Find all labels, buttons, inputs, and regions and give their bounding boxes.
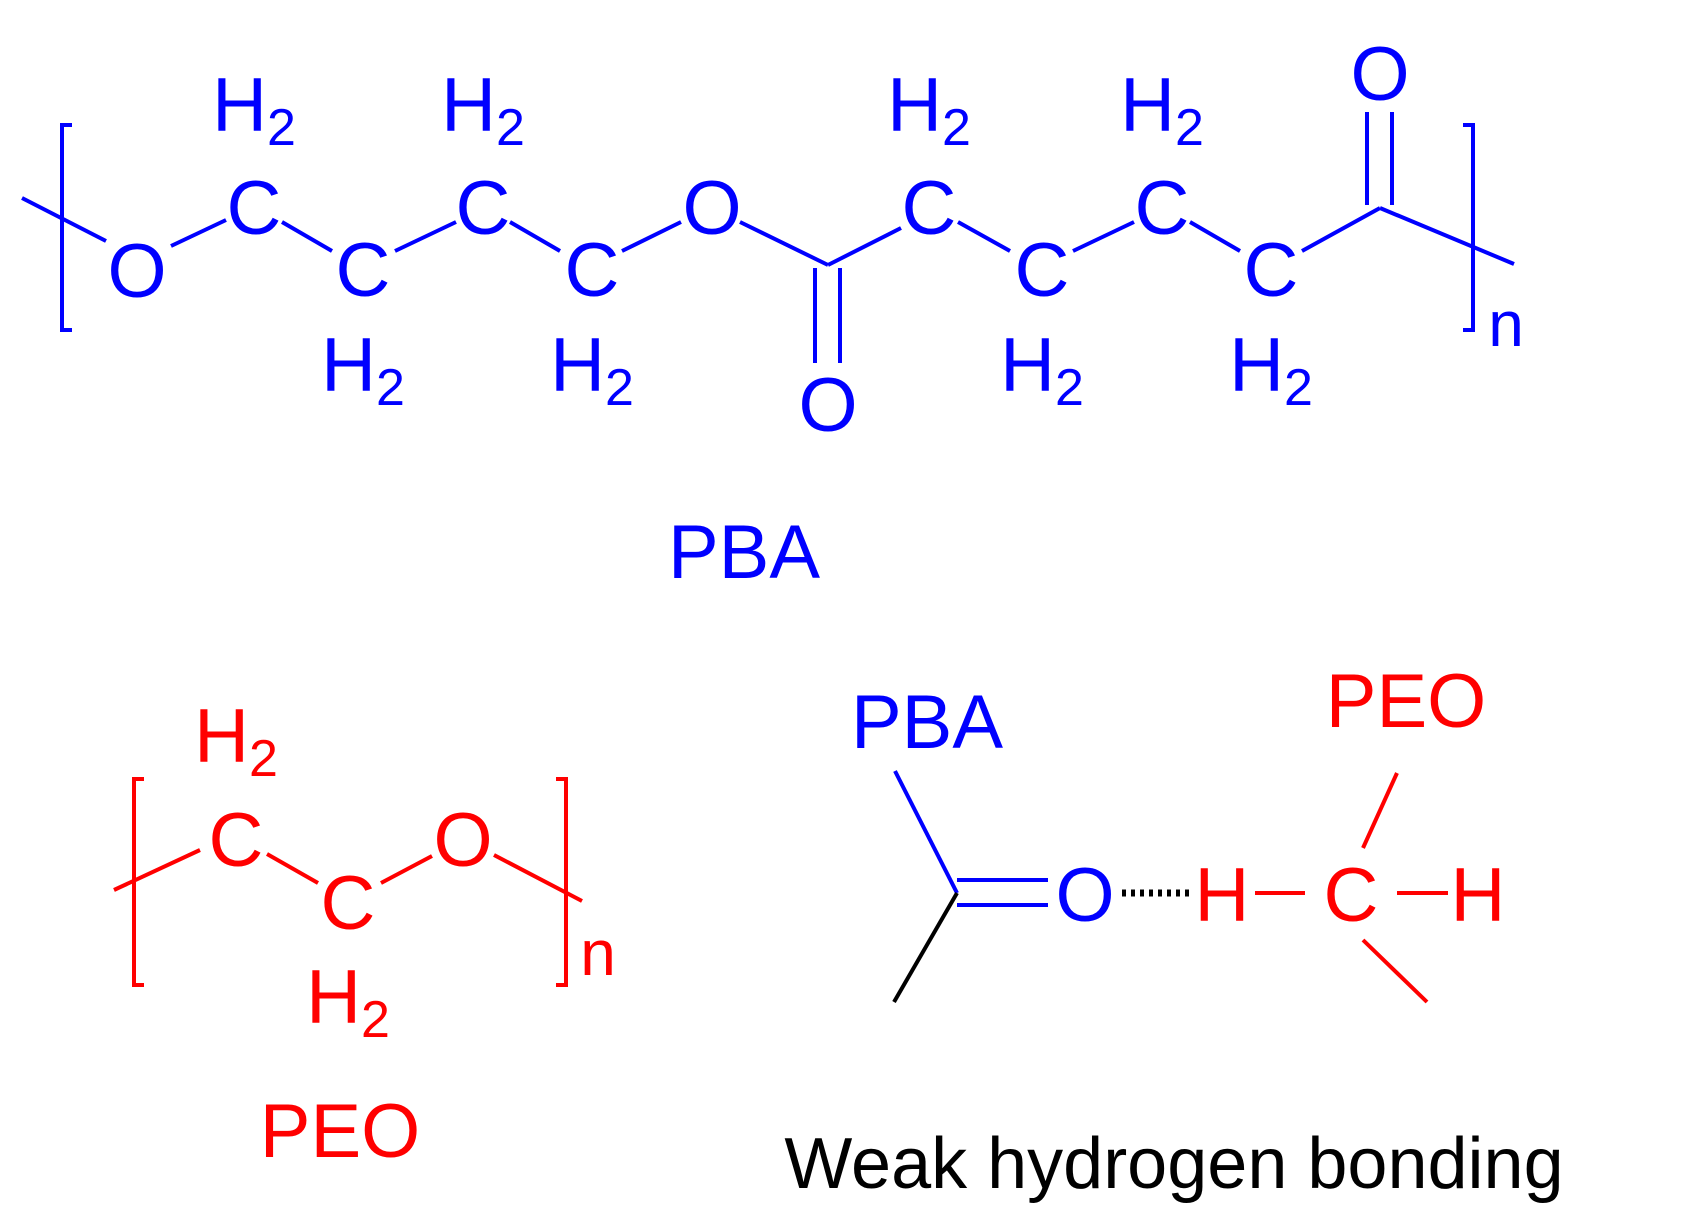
pba-right-bracket (1463, 123, 1475, 332)
pba-atom-c7: C (1015, 228, 1070, 313)
pba-name-label: PBA (668, 510, 820, 595)
hbond-bond-black (892, 891, 959, 1004)
peo-repeat-unit (113, 777, 583, 987)
hbond-bond-pba-up (893, 770, 959, 894)
peo-h2-group: H2 (194, 694, 278, 788)
peo-atom-c1: C (209, 798, 264, 883)
pba-left-bracket (60, 123, 72, 332)
pba-h2-group: H2 (321, 323, 405, 417)
peo-bond-c1-c2 (266, 852, 319, 885)
pba-bond-c8-c9 (1188, 220, 1242, 253)
pba-bond-c2-c3 (394, 220, 457, 253)
pba-atom-c4: C (565, 228, 620, 313)
pba-bond-o2-c5 (739, 220, 829, 267)
pba-h2-group: H2 (1229, 323, 1313, 417)
pba-repeat-n: n (1488, 288, 1524, 360)
hbond-labels: PBA PEO O H C H Weak hydrogen bonding (784, 659, 1563, 1204)
hbond-atom-h-right: H (1451, 853, 1506, 938)
peo-name-label: PEO (260, 1089, 421, 1174)
pba-h2-group: H2 (212, 63, 296, 157)
pba-atom-labels: O C C C C O O C C C C O H2 H2 H2 H2 H2 H… (107, 32, 1523, 595)
pba-atom-o-carbonyl-top: O (1350, 32, 1409, 117)
pba-h2-group: H2 (550, 323, 634, 417)
hbond-atom-c: C (1324, 853, 1379, 938)
pba-atom-c9: C (1244, 228, 1299, 313)
hbond-bond-c-up (1361, 772, 1399, 849)
pba-bond-end-right (1379, 206, 1515, 266)
peo-bond-c2-o (380, 854, 433, 885)
pba-atom-o1: O (107, 229, 166, 314)
hbond-atom-o: O (1055, 853, 1114, 938)
pba-bond-c9-c10 (1301, 206, 1381, 253)
pba-bond-c3-c4 (508, 220, 562, 253)
peo-bond-end-left (113, 848, 201, 892)
pba-bond-end-left (21, 196, 107, 243)
pba-bond-c7-c8 (1072, 220, 1135, 253)
hbond-pba-label: PBA (851, 680, 1003, 765)
pba-atom-o2: O (682, 166, 741, 251)
pba-atom-c2: C (336, 228, 391, 313)
peo-right-bracket (556, 777, 568, 987)
hbond-bond-c-down (1361, 938, 1429, 1004)
peo-h2-group: H2 (306, 955, 390, 1049)
pba-atom-c8: C (1135, 166, 1190, 251)
peo-repeat-n: n (580, 917, 616, 989)
pba-h2-group: H2 (441, 63, 525, 157)
pba-repeat-unit (21, 112, 1515, 363)
pba-atom-c3: C (456, 166, 511, 251)
hbond-caption: Weak hydrogen bonding (784, 1124, 1563, 1204)
hbond-peo-label: PEO (1326, 659, 1487, 744)
peo-atom-labels: C C O H2 H2 n PEO (194, 694, 616, 1174)
pba-bond-o1-c1 (170, 218, 227, 248)
pba-atom-o-carbonyl-bottom: O (798, 363, 857, 448)
pba-atom-c1: C (227, 166, 282, 251)
pba-bond-c5-c6 (827, 226, 902, 267)
pba-bond-c1-c2 (280, 220, 334, 253)
pba-bond-c4-o2 (621, 220, 682, 253)
peo-atom-o: O (433, 798, 492, 883)
hbond-atom-h-left: H (1195, 853, 1250, 938)
hbond-bonds (892, 770, 1448, 1004)
pba-h2-group: H2 (1120, 63, 1204, 157)
pba-h2-group: H2 (1000, 323, 1084, 417)
peo-bond-end-right (493, 853, 583, 903)
peo-atom-c2: C (321, 861, 376, 946)
pba-atom-c6: C (902, 166, 957, 251)
pba-bond-c6-c7 (957, 220, 1011, 253)
pba-h2-group: H2 (887, 63, 971, 157)
